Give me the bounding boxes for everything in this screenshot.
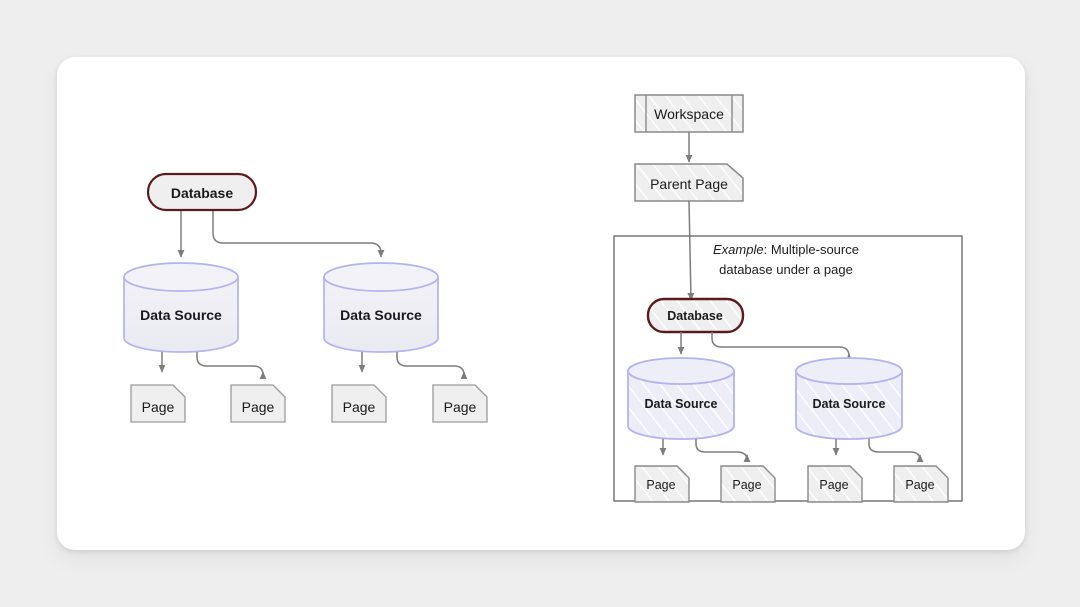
diagram-card: Database Data Source Data Source	[57, 57, 1025, 550]
datasource-right-1-label: Data Source	[645, 397, 718, 411]
page-left-2-label: Page	[242, 399, 275, 415]
page-right-2-label: Page	[732, 478, 761, 492]
cylinder-top	[323, 262, 439, 292]
node-page-right-1[interactable]: Page	[634, 465, 690, 503]
page-right-4-label: Page	[905, 478, 934, 492]
cylinder-top	[123, 262, 239, 292]
cylinder-body	[123, 276, 239, 353]
edge-datasource-right-2-to-page-4	[868, 439, 924, 463]
edge-datasource-2-to-page-4	[396, 352, 468, 380]
page-left-4-label: Page	[444, 399, 477, 415]
datasource-left-1-label: Data Source	[140, 307, 222, 323]
datasource-left-2-label: Data Source	[340, 307, 422, 323]
cylinder-top	[627, 357, 735, 385]
cylinder-body	[323, 276, 439, 353]
subgraph-border	[613, 235, 963, 502]
node-page-right-4[interactable]: Page	[893, 465, 949, 503]
note-shape	[634, 163, 744, 202]
database-stadium-shape	[646, 297, 745, 334]
note-shape	[893, 465, 949, 503]
note-shape	[331, 384, 387, 423]
database-right-label: Database	[667, 309, 723, 323]
note-shape	[634, 465, 690, 503]
parent-page-label: Parent Page	[650, 176, 728, 192]
node-parent-page[interactable]: Parent Page	[634, 163, 744, 202]
cylinder-body	[627, 370, 735, 440]
edge-datasource-1-to-page-2	[196, 352, 267, 380]
node-database-right[interactable]: Database	[646, 297, 745, 334]
subgraph-note-line-1: Example: Multiple-source	[713, 242, 859, 257]
node-datasource-left-2[interactable]: Data Source	[323, 262, 439, 353]
workspace-label: Workspace	[654, 106, 724, 122]
note-shape	[807, 465, 863, 503]
database-stadium-shape	[146, 172, 258, 212]
edge-database-right-to-datasource-2	[711, 332, 853, 362]
node-workspace[interactable]: Workspace	[634, 94, 744, 133]
edge-db-to-datasource-2	[212, 209, 385, 258]
subgraph-note-rest: : Multiple-source	[764, 242, 859, 257]
node-datasource-right-2[interactable]: Data Source	[795, 357, 903, 440]
left-diagram-group: Database Data Source Data Source	[123, 172, 488, 423]
hierarchy-diagram: Database Data Source Data Source	[123, 94, 963, 503]
page-right-3-label: Page	[819, 478, 848, 492]
right-diagram-group: Workspace Parent Page Example: Multiple-…	[613, 94, 963, 503]
subgraph-note-line-2: database under a page	[719, 262, 853, 277]
node-datasource-right-1[interactable]: Data Source	[627, 357, 735, 440]
page-left-3-label: Page	[343, 399, 376, 415]
subgraph-note-emphasis: Example	[713, 242, 764, 257]
cylinder-body	[795, 370, 903, 440]
page-right-1-label: Page	[646, 478, 675, 492]
cylinder-top	[795, 357, 903, 385]
note-shape	[720, 465, 776, 503]
node-page-left-2[interactable]: Page	[230, 384, 286, 423]
edge-parent-page-to-database	[687, 200, 695, 301]
node-page-right-3[interactable]: Page	[807, 465, 863, 503]
note-shape	[130, 384, 186, 423]
page-left-1-label: Page	[142, 399, 175, 415]
node-datasource-left-1[interactable]: Data Source	[123, 262, 239, 353]
node-database-left[interactable]: Database	[146, 172, 258, 212]
note-shape	[432, 384, 488, 423]
datasource-right-2-label: Data Source	[813, 397, 886, 411]
node-page-left-3[interactable]: Page	[331, 384, 387, 423]
node-page-left-1[interactable]: Page	[130, 384, 186, 423]
note-shape	[230, 384, 286, 423]
example-subgraph-box	[613, 235, 963, 502]
node-page-right-2[interactable]: Page	[720, 465, 776, 503]
node-page-left-4[interactable]: Page	[432, 384, 488, 423]
database-left-label: Database	[171, 185, 233, 201]
edge-datasource-right-1-to-page-2	[695, 439, 751, 463]
